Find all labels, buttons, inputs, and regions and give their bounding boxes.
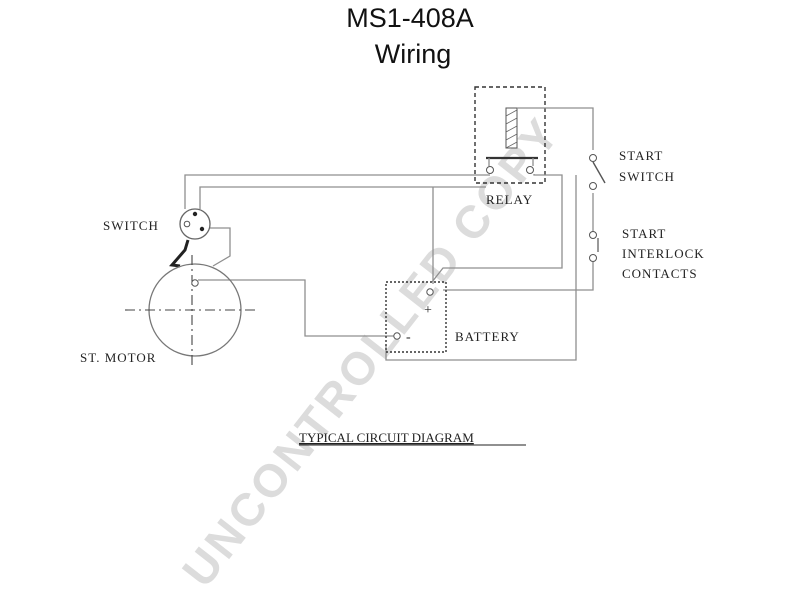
start-interlock-contacts [589,231,599,262]
relay-label: RELAY [486,192,533,207]
relay-terminal-left [486,166,494,174]
title-line2: Wiring [375,39,452,69]
starter-motor [125,255,258,368]
watermark: UNCONTROLLED COPY [172,107,570,596]
relay-terminal-right [526,166,534,174]
battery [385,281,447,353]
battery-plus: + [424,303,432,318]
st-motor-label: ST. MOTOR [80,350,156,365]
relay-coil [505,107,518,149]
start-switch-label-2: SWITCH [619,169,675,184]
switch-label: SWITCH [103,218,159,233]
caption: TYPICAL CIRCUIT DIAGRAM [299,430,474,445]
relay-coil-hatching [505,109,518,149]
battery-label: BATTERY [455,329,520,344]
start-interlock-label-1: START [622,226,666,241]
start-interlock-label-2: INTERLOCK [622,246,705,261]
start-switch [589,154,606,190]
title-line1: MS1-408A [346,3,474,33]
battery-minus: - [406,330,411,345]
relay [474,86,546,184]
relay-box [474,86,546,184]
start-switch-label-1: START [619,148,663,163]
wiring [184,107,594,361]
motor-switch [169,208,211,268]
start-interlock-label-3: CONTACTS [622,266,698,281]
